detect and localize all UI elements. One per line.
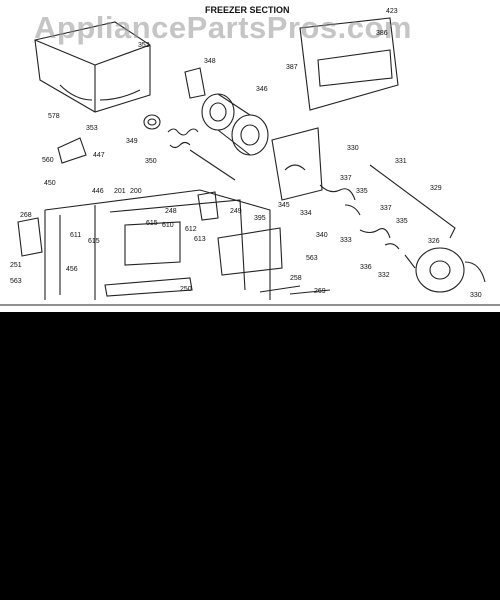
part-number-label: 450 <box>44 180 56 187</box>
part-number-label: 447 <box>93 152 105 159</box>
part-number-label: 612 <box>185 226 197 233</box>
diagram-drawing <box>0 17 500 306</box>
part-number-label: 200 <box>130 188 142 195</box>
part-number-label: 336 <box>360 264 372 271</box>
part-number-label: 268 <box>20 212 32 219</box>
part-447-drawing <box>57 137 87 164</box>
part-number-label: 334 <box>300 210 312 217</box>
part-number-label: 331 <box>395 158 407 165</box>
part-number-label: 330 <box>470 292 482 299</box>
auger-346b-drawing <box>231 114 269 156</box>
fan-motor-326-drawing <box>415 247 465 293</box>
part-number-label: 329 <box>430 185 442 192</box>
watermark-text: AppliancePartsPros.com <box>34 10 412 45</box>
part-number-label: 395 <box>254 215 266 222</box>
part-number-label: 326 <box>428 238 440 245</box>
part-number-label: 333 <box>340 237 352 244</box>
parts-diagram: AppliancePartsPros.com FREEZER SECTION 4… <box>0 0 500 312</box>
part-number-label: 560 <box>42 157 54 164</box>
part-number-label: 251 <box>10 262 22 269</box>
part-number-label: 563 <box>306 255 318 262</box>
part-number-label: 346 <box>256 86 268 93</box>
panel-395-drawing <box>217 227 283 276</box>
part-number-label: 386 <box>376 30 388 37</box>
linkage-drawing <box>319 184 400 250</box>
part-number-label: 352 <box>138 42 150 49</box>
part-number-label: 332 <box>378 272 390 279</box>
part-number-label: 348 <box>204 58 216 65</box>
part-number-label: 337 <box>340 175 352 182</box>
freezer-panel-drawing <box>299 17 399 111</box>
part-number-label: 258 <box>290 275 302 282</box>
part-number-label: 335 <box>356 188 368 195</box>
part-number-label: 423 <box>386 8 398 15</box>
part-348-drawing <box>184 67 206 99</box>
part-number-label: 613 <box>194 236 206 243</box>
part-number-label: 611 <box>70 232 82 239</box>
rail-250-drawing <box>104 277 193 297</box>
part-number-label: 248 <box>165 208 177 215</box>
bracket-345-drawing <box>271 127 323 201</box>
part-number-label: 330 <box>347 145 359 152</box>
ice-bucket-drawing <box>34 21 151 113</box>
freezer-liner-drawing <box>44 189 271 300</box>
part-number-label: 563 <box>10 278 22 285</box>
part-number-label: 350 <box>145 158 157 165</box>
cap-349-drawing <box>143 114 161 130</box>
blank-area <box>0 312 500 600</box>
part-number-label: 353 <box>86 125 98 132</box>
part-number-label: 335 <box>396 218 408 225</box>
box-268-drawing <box>17 217 43 257</box>
bottom-trim-drawing <box>0 285 500 306</box>
part-number-label: 340 <box>316 232 328 239</box>
part-number-label: 615 <box>146 220 158 227</box>
part-number-label: 249 <box>230 208 242 215</box>
part-number-label: 578 <box>48 113 60 120</box>
bracket-249-drawing <box>197 191 219 221</box>
coil-350-drawing <box>167 128 236 181</box>
part-number-label: 337 <box>380 205 392 212</box>
part-number-label: 349 <box>126 138 138 145</box>
part-number-label: 250 <box>180 286 192 293</box>
rod-329-drawing <box>369 164 456 239</box>
part-number-label: 201 <box>114 188 126 195</box>
part-number-label: 446 <box>92 188 104 195</box>
part-number-label: 269 <box>314 288 326 295</box>
part-number-label: 615 <box>88 238 100 245</box>
section-title: FREEZER SECTION <box>205 5 290 15</box>
part-number-label: 456 <box>66 266 78 273</box>
part-number-label: 387 <box>286 64 298 71</box>
auger-346-drawing <box>201 93 235 131</box>
part-number-label: 610 <box>162 222 174 229</box>
part-number-label: 345 <box>278 202 290 209</box>
